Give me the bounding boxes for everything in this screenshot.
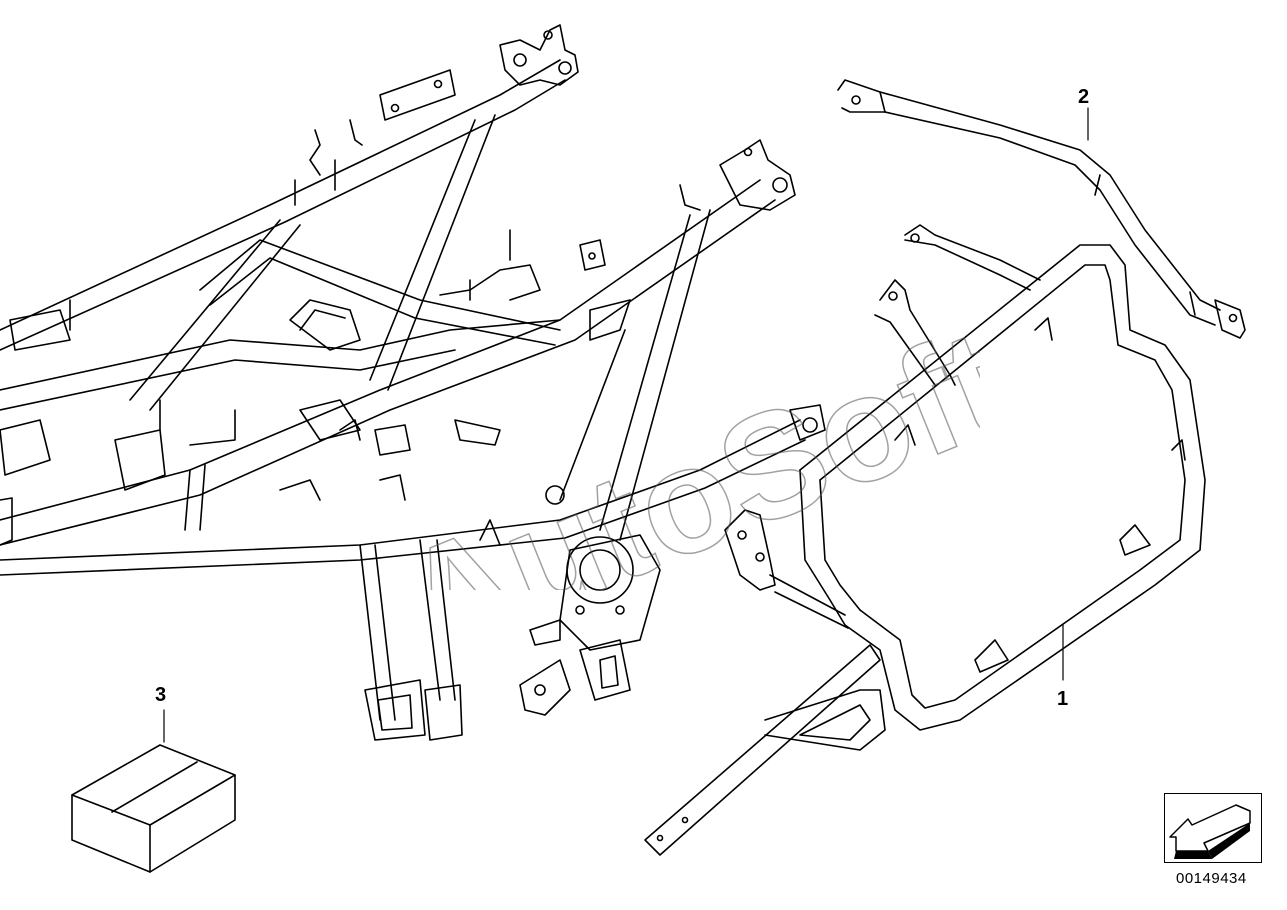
arrow-icon-overlay [1169,804,1251,859]
box-icon [71,709,236,873]
callout-part-1: 1 [1057,688,1069,710]
support-bar-part-2 [837,79,1246,339]
pannier-frame-part-1 [644,224,1206,856]
callout-part-2: 2 [1078,86,1090,108]
motorcycle-frame [0,24,826,741]
diagram-reference-number: 00149434 [1176,870,1247,887]
callout-part-3: 3 [155,684,167,706]
